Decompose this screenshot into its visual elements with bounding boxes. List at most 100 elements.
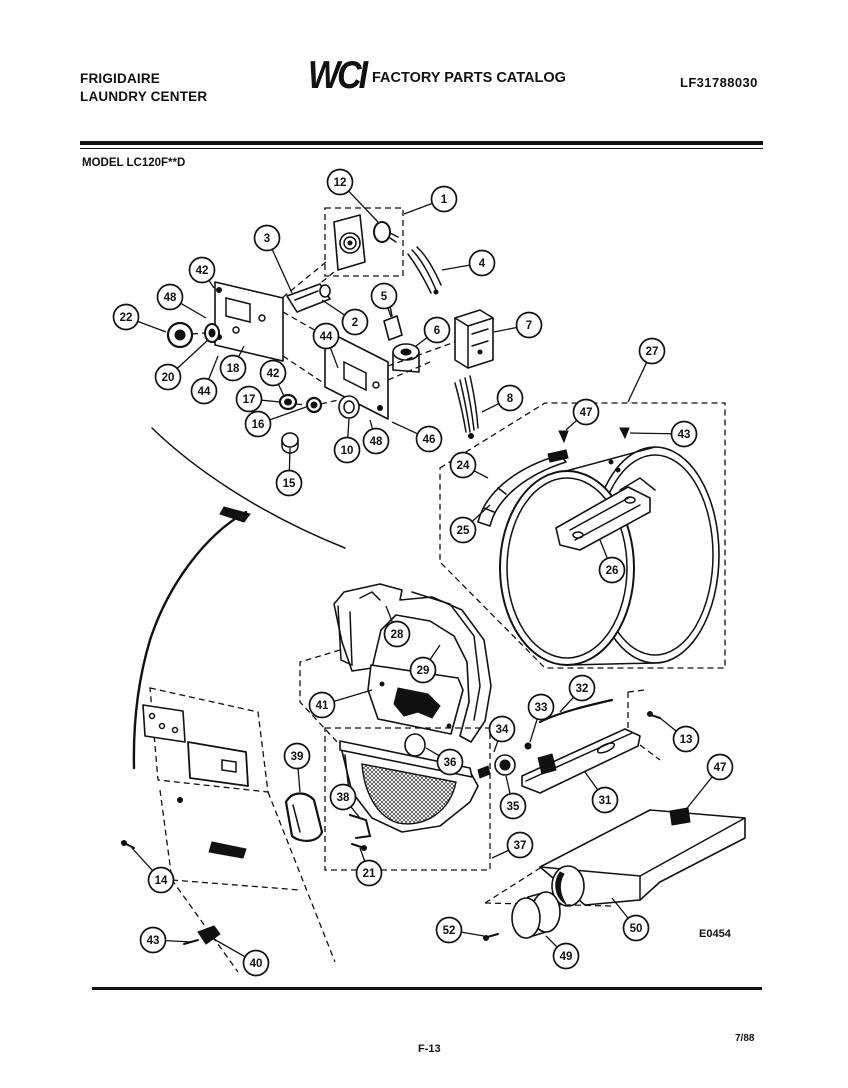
callout-number: 12 xyxy=(334,177,347,189)
callout-number: 29 xyxy=(417,665,430,677)
leader-line xyxy=(288,447,291,471)
callout-circle xyxy=(333,436,361,464)
callout-circle xyxy=(449,451,477,479)
callout-13: 13 xyxy=(659,717,700,753)
callout-circle xyxy=(147,866,175,894)
leader-line xyxy=(491,849,509,859)
callout-38: 38 xyxy=(329,783,361,819)
leader-line xyxy=(165,939,193,943)
leader-line xyxy=(493,326,517,333)
callout-43: 43 xyxy=(629,420,698,448)
callout-26: 26 xyxy=(598,539,626,584)
callout-circle xyxy=(435,916,463,944)
drum-baffle xyxy=(555,477,656,551)
knob-guide-line xyxy=(191,332,206,335)
callout-44: 44 xyxy=(312,322,340,369)
callout-number: 42 xyxy=(196,265,209,277)
callout-number: 43 xyxy=(678,429,691,441)
callout-number: 47 xyxy=(714,762,727,774)
cabinet-screw xyxy=(121,840,135,849)
leader-line xyxy=(545,935,558,948)
door-seal xyxy=(284,792,324,842)
callout-circle xyxy=(449,516,477,544)
leader-line xyxy=(369,419,374,430)
callout-29: 29 xyxy=(409,644,441,684)
leader-line xyxy=(565,419,578,431)
callout-circle xyxy=(139,926,167,954)
callout-circle xyxy=(235,385,263,413)
header-rule-thick xyxy=(80,141,763,145)
leader-line xyxy=(269,406,307,421)
callout-number: 52 xyxy=(443,925,456,937)
leader-line xyxy=(176,339,209,369)
callout-39: 39 xyxy=(283,742,311,793)
callout-circle xyxy=(308,691,336,719)
knob-guide-lines xyxy=(295,399,339,406)
leader-line xyxy=(359,847,366,862)
cabinet-top-outline xyxy=(132,427,346,770)
motor-bracket xyxy=(521,728,641,794)
callout-circle xyxy=(154,363,182,391)
callout-42: 42 xyxy=(259,359,287,397)
leader-line xyxy=(659,717,677,732)
callout-circle xyxy=(362,427,390,455)
callout-circle xyxy=(370,282,398,310)
callout-number: 37 xyxy=(514,840,527,852)
callout-circle xyxy=(283,742,311,770)
callout-27: 27 xyxy=(627,337,666,403)
catalog-title: FACTORY PARTS CATALOG xyxy=(372,70,566,86)
callout-number: 48 xyxy=(370,436,383,448)
wire-harness-4 xyxy=(407,246,442,295)
push-knob xyxy=(281,432,299,454)
drawing-reference: E0454 xyxy=(699,928,731,940)
callout-33: 33 xyxy=(527,693,555,743)
catalog-number: LF31788030 xyxy=(680,75,758,90)
callout-circle xyxy=(552,942,580,970)
callout-32: 32 xyxy=(559,674,596,713)
callout-5: 5 xyxy=(370,282,398,318)
callout-16: 16 xyxy=(244,406,307,438)
callout-number: 44 xyxy=(320,331,333,343)
leader-line xyxy=(473,470,489,479)
drum-screw-right xyxy=(619,427,630,440)
callout-50: 50 xyxy=(611,897,650,942)
callout-number: 8 xyxy=(507,393,514,405)
callout-circle xyxy=(468,249,496,277)
callout-49: 49 xyxy=(545,935,580,970)
callout-number: 1 xyxy=(441,194,448,206)
blower-guide-line xyxy=(299,649,341,746)
callout-circle xyxy=(156,283,184,311)
callout-circle xyxy=(242,949,270,977)
leader-line xyxy=(180,302,207,319)
leader-line xyxy=(348,190,379,223)
callout-8: 8 xyxy=(481,384,524,413)
callout-circle xyxy=(355,859,383,887)
leader-line xyxy=(584,771,599,791)
brand-name: FRIGIDAIRE xyxy=(80,71,161,86)
callout-number: 18 xyxy=(227,363,240,375)
leader-line xyxy=(387,307,392,318)
callout-number: 28 xyxy=(391,629,404,641)
blower-housing xyxy=(333,583,492,743)
callout-circle xyxy=(598,556,626,584)
leader-line xyxy=(391,421,418,435)
callout-3: 3 xyxy=(253,224,293,294)
callout-circle xyxy=(112,303,140,331)
callout-10: 10 xyxy=(333,418,361,464)
callout-22: 22 xyxy=(112,303,167,333)
leader-line xyxy=(481,403,500,413)
callout-number: 24 xyxy=(457,460,470,472)
leader-line xyxy=(297,768,301,793)
callout-number: 17 xyxy=(243,394,256,406)
callout-circle xyxy=(436,748,464,776)
callout-circle xyxy=(506,831,534,859)
leader-line xyxy=(429,644,441,661)
callout-circle xyxy=(572,398,600,426)
callout-circle xyxy=(219,354,247,382)
leader-line xyxy=(611,897,629,919)
callout-number: 10 xyxy=(341,445,354,457)
callout-number: 2 xyxy=(352,317,358,329)
leader-line xyxy=(347,418,350,438)
callout-number: 50 xyxy=(630,923,643,935)
